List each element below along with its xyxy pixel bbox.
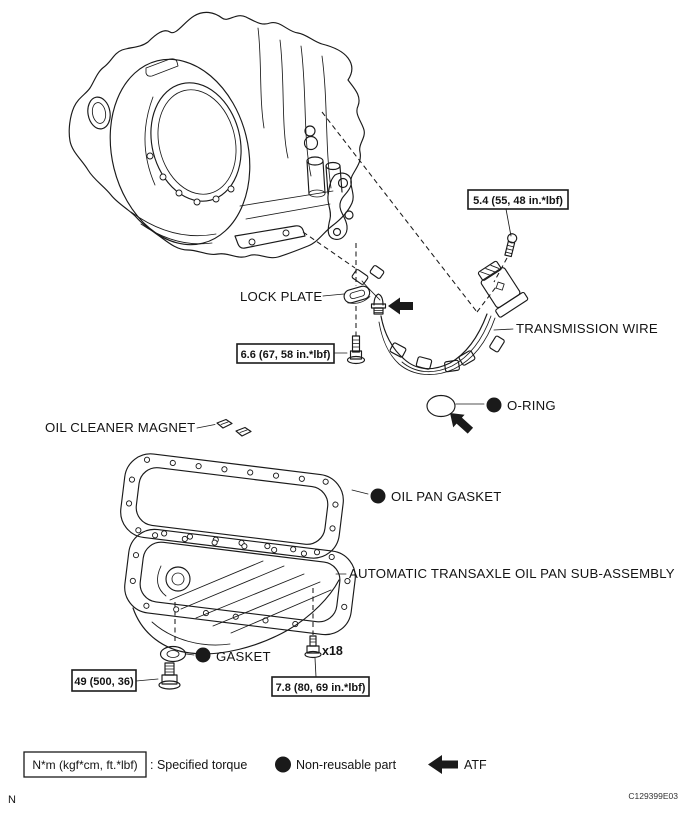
legend-torque-caption: : Specified torque <box>150 758 247 772</box>
figure-code: C129399E03 <box>628 791 678 801</box>
non-reusable-dot-gasket <box>370 488 386 504</box>
wire-grommet-stud <box>370 293 387 315</box>
torque-box-wire-bolt: 5.4 (55, 48 in.*lbf) <box>467 189 569 237</box>
o-ring-label: O-RING <box>507 398 556 413</box>
torque-box-lock-plate: 6.6 (67, 58 in.*lbf) <box>236 343 348 364</box>
oil-pan-part <box>124 528 356 655</box>
transmission-wire-leader <box>493 328 514 331</box>
pan-bolt-holes <box>129 532 351 628</box>
torque-value-lock-plate: 6.6 (67, 58 in.*lbf) <box>241 349 331 361</box>
legend: N*m (kgf*cm, ft.*lbf) : Specified torque… <box>23 751 487 778</box>
lock-plate-label: LOCK PLATE <box>240 289 322 304</box>
harness-connector-blocks <box>351 265 505 373</box>
drain-gasket-label: GASKET <box>216 649 271 664</box>
page-marker: N <box>8 794 16 806</box>
transmission-wire-connector <box>477 260 529 318</box>
atf-arrow-lock-plate <box>388 297 413 315</box>
oil-pan-bolt <box>304 635 322 659</box>
oil-cleaner-magnet-label: OIL CLEANER MAGNET <box>45 420 195 435</box>
transmission-wire-label: TRANSMISSION WIRE <box>516 321 658 336</box>
o-ring-part <box>426 394 456 418</box>
torque-value-drain-plug: 49 (500, 36) <box>74 676 134 688</box>
torque-value-pan-bolt: 7.8 (80, 69 in.*lbf) <box>276 682 366 694</box>
legend-non-reusable-dot <box>275 756 291 773</box>
gasket-bolt-holes <box>125 456 339 556</box>
bell-face-bolt-holes <box>146 152 235 206</box>
legend-atf-arrow <box>428 755 458 774</box>
magnet-leader <box>196 424 216 429</box>
oil-pan-label: AUTOMATIC TRANSAXLE OIL PAN SUB-ASSEMBLY <box>349 566 675 581</box>
legend-torque-unit: N*m (kgf*cm, ft.*lbf) <box>32 758 137 772</box>
pan-interior-ribs <box>169 560 332 634</box>
drain-gasket-leader <box>185 653 195 656</box>
atf-arrow-o-ring <box>450 413 474 434</box>
dashed-assembly-lines <box>174 111 508 644</box>
drain-plug-bolt <box>158 662 181 690</box>
lock-plate-leader <box>322 293 345 297</box>
gasket-label-leader <box>351 489 369 495</box>
drain-gasket-washer <box>159 645 187 663</box>
transaxle-housing-art <box>68 11 365 259</box>
legend-torque-box <box>23 751 147 778</box>
legend-atf-caption: ATF <box>464 758 487 772</box>
drain-plug-boss <box>157 565 191 597</box>
torque-box-drain-plug: 49 (500, 36) <box>71 669 159 692</box>
lock-plate <box>343 285 371 304</box>
non-reusable-dot-o-ring <box>486 397 502 413</box>
pan-bolt-count-label: x18 <box>322 644 343 658</box>
oil-cleaner-magnets <box>216 418 252 437</box>
torque-box-pan-bolt: 7.8 (80, 69 in.*lbf) <box>271 657 370 697</box>
oil-pan-gasket-label: OIL PAN GASKET <box>391 489 502 504</box>
legend-non-reusable-caption: Non-reusable part <box>296 758 397 772</box>
non-reusable-dot-drain-gasket <box>195 647 211 663</box>
torque-value-wire-bolt: 5.4 (55, 48 in.*lbf) <box>473 195 563 207</box>
oil-pan-gasket-part <box>120 453 344 559</box>
transmission-wire-harness <box>351 265 505 375</box>
lock-plate-bolt <box>346 335 366 365</box>
wire-retainer-bolt <box>504 233 518 258</box>
